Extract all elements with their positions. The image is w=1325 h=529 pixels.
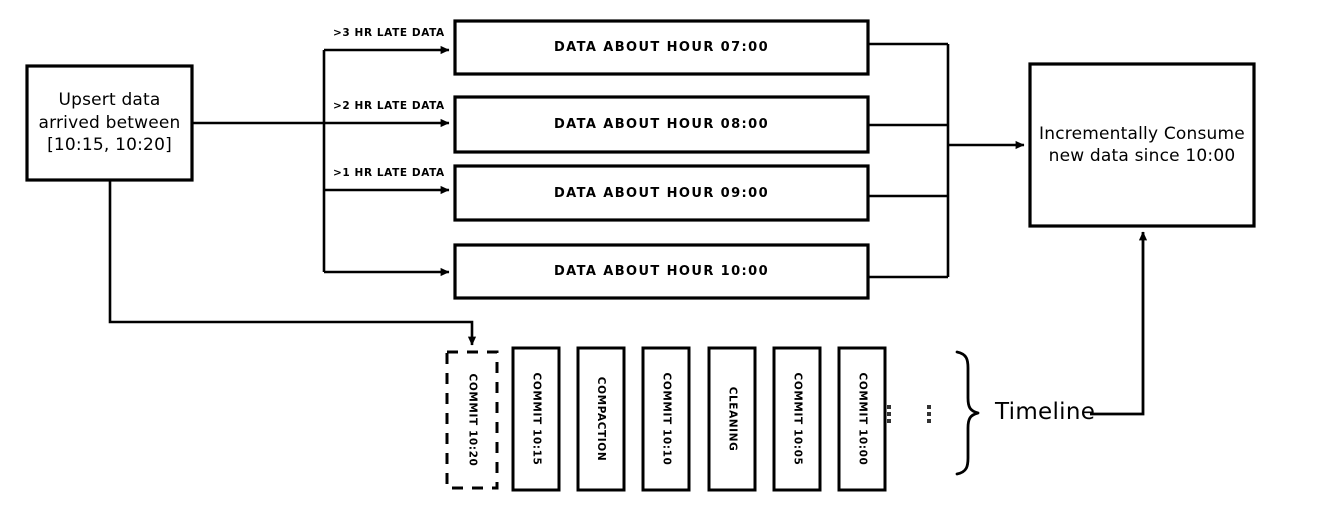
timeline-brace xyxy=(955,350,980,476)
consume-box-line-2: new data since 10:00 xyxy=(1048,146,1236,166)
arrow-timeline-to-consume xyxy=(1090,231,1148,416)
arrow-label-1hr: >1 HR LATE DATA xyxy=(333,167,445,179)
consume-box-outline xyxy=(1028,62,1256,228)
hour-box-label-2: DATA ABOUT HOUR 08:00 xyxy=(553,117,770,132)
commit-box-label-7: COMMIT 10:00 xyxy=(839,348,885,490)
commit-box-outline-6 xyxy=(772,346,822,492)
commit-box-text-7: COMMIT 10:00 xyxy=(856,372,869,466)
hour-box-outline-4 xyxy=(453,243,870,300)
hour-box-outline-3 xyxy=(453,164,870,222)
commit-box-label-1: COMMIT 10:20 xyxy=(447,352,497,488)
commit-box-outline-7 xyxy=(837,346,887,492)
commit-box-label-2: COMMIT 10:15 xyxy=(513,348,559,490)
commit-box-text-5: CLEANING xyxy=(726,386,739,452)
consume-box-line-1: Incrementally Consume xyxy=(1039,123,1245,144)
upsert-box-line-2: arrived between xyxy=(38,112,181,133)
upsert-box-line-1: Upsert data xyxy=(58,90,161,111)
arrow-source-to-commit xyxy=(108,180,477,346)
upsert-box-outline xyxy=(25,64,194,182)
commit-box-text-2: COMMIT 10:15 xyxy=(530,372,543,466)
commit-box-outline-4 xyxy=(641,346,691,492)
hour-box-label-1: DATA ABOUT HOUR 07:00 xyxy=(553,40,770,55)
commit-box-text-6: COMMIT 10:05 xyxy=(791,372,804,466)
hour-box-label-4: DATA ABOUT HOUR 10:00 xyxy=(553,264,770,279)
upsert-box-line-3: [10:15, 10:20] xyxy=(47,135,172,156)
commit-box-outline-5 xyxy=(707,346,757,492)
arrow-label-2hr: >2 HR LATE DATA xyxy=(333,100,445,112)
commit-box-text-4: COMMIT 10:10 xyxy=(660,372,673,466)
commit-box-outline-2 xyxy=(511,346,561,492)
consume-box-text: Incrementally Consume new data since 10:… xyxy=(1030,64,1254,226)
timeline-ellipsis-1 xyxy=(886,402,891,423)
upsert-box-text: Upsert data arrived between [10:15, 10:2… xyxy=(27,66,192,180)
commit-box-label-4: COMMIT 10:10 xyxy=(643,348,689,490)
commit-box-text-1: COMMIT 10:20 xyxy=(466,373,479,467)
arrow-label-3hr: >3 HR LATE DATA xyxy=(333,27,445,39)
hour-box-label-3: DATA ABOUT HOUR 09:00 xyxy=(553,185,770,201)
commit-box-label-6: COMMIT 10:05 xyxy=(774,348,820,490)
timeline-label: Timeline xyxy=(995,399,1096,425)
commit-box-outline-1 xyxy=(445,350,499,490)
commit-box-outline-3 xyxy=(576,346,626,492)
commit-box-label-3: COMPACTION xyxy=(578,348,624,490)
commit-box-label-5: CLEANING xyxy=(709,348,755,490)
timeline-ellipsis-2 xyxy=(926,402,931,423)
hour-box-outline-1 xyxy=(453,19,870,76)
commit-box-text-3: COMPACTION xyxy=(595,376,607,462)
